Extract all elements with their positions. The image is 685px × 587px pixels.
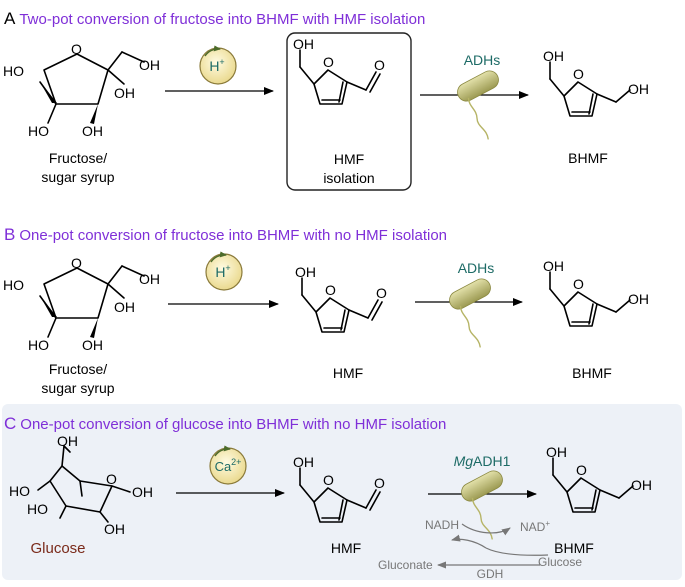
svg-text:OH: OH	[293, 454, 314, 470]
svg-text:O: O	[576, 462, 587, 478]
glucose-oxidation-arc	[485, 547, 549, 556]
svg-text:O: O	[573, 66, 584, 82]
svg-text:HO: HO	[9, 483, 30, 499]
hmf-structure-b: OH O O	[295, 264, 387, 333]
intermediate-label-a-2: isolation	[323, 170, 374, 186]
svg-text:O: O	[374, 57, 385, 73]
svg-text:O: O	[325, 282, 336, 298]
hmf-structure-a: OH O O	[293, 36, 385, 105]
svg-text:OH: OH	[295, 264, 316, 280]
svg-text:OH: OH	[139, 57, 160, 73]
svg-text:O: O	[376, 285, 387, 301]
product-label-b: BHMF	[572, 365, 612, 381]
svg-text:H+: H+	[209, 57, 224, 74]
catalyst-circle-a: H+	[200, 48, 236, 84]
nadh-label: NADH	[425, 518, 459, 532]
svg-text:OH: OH	[628, 81, 649, 97]
fructose-structure-b: HO HO OH OH OH O	[3, 255, 160, 353]
substrate-label-b-1: Fructose/	[49, 361, 107, 377]
svg-text:OH: OH	[543, 48, 564, 64]
svg-text:O: O	[323, 472, 334, 488]
svg-text:HO: HO	[28, 337, 49, 353]
svg-text:OH: OH	[543, 258, 564, 274]
intermediate-label-a-1: HMF	[334, 151, 364, 167]
substrate-label-b-2: sugar syrup	[41, 380, 114, 396]
svg-text:Ca2+: Ca2+	[215, 457, 242, 474]
coproduct-label: Gluconate	[378, 558, 433, 572]
svg-text:O: O	[71, 255, 82, 271]
fructose-structure-a: HO HO OH OH OH O	[3, 41, 160, 139]
svg-text:OH: OH	[132, 484, 153, 500]
panel-c-background	[2, 404, 682, 580]
bhmf-structure-c: OH O OH	[546, 444, 652, 513]
svg-text:OH: OH	[114, 85, 135, 101]
product-label-c: BHMF	[554, 540, 594, 556]
gdh-label: GDH	[477, 567, 504, 581]
svg-text:HO: HO	[27, 501, 48, 517]
hmf-isolation-box	[286, 32, 412, 191]
svg-text:OH: OH	[114, 299, 135, 315]
hmf-structure-c: OH O O	[293, 454, 385, 523]
svg-text:OH: OH	[82, 337, 103, 353]
bacterium-b	[445, 275, 515, 351]
svg-text:O: O	[71, 41, 82, 57]
enzyme-label-b: ADHs	[458, 260, 495, 276]
bacterium-a	[453, 67, 523, 143]
enzyme-label-a: ADHs	[464, 52, 501, 68]
svg-text:O: O	[374, 475, 385, 491]
nadh-oxidation-arrow	[461, 523, 511, 536]
svg-text:OH: OH	[628, 291, 649, 307]
bhmf-structure-b: OH O OH	[543, 258, 649, 327]
svg-text:OH: OH	[57, 433, 78, 449]
svg-text:OH: OH	[546, 444, 567, 460]
catalyst-circle-c: Ca2+	[210, 448, 246, 484]
glucose-structure: OH HO HO OH OH O	[9, 433, 153, 537]
enzyme-label-c: MgADH1	[454, 453, 511, 469]
substrate-label-a-2: sugar syrup	[41, 169, 114, 185]
svg-text:HO: HO	[28, 123, 49, 139]
svg-text:H+: H+	[215, 263, 230, 280]
svg-text:OH: OH	[104, 521, 125, 537]
svg-text:OH: OH	[139, 271, 160, 287]
svg-text:O: O	[323, 54, 334, 70]
svg-text:O: O	[573, 276, 584, 292]
svg-text:OH: OH	[82, 123, 103, 139]
bhmf-structure-a: OH O OH	[543, 48, 649, 117]
cosubstrate-label: Glucose	[538, 555, 582, 569]
svg-text:OH: OH	[631, 477, 652, 493]
svg-text:O: O	[106, 471, 117, 487]
intermediate-label-c: HMF	[331, 540, 361, 556]
catalyst-circle-b: H+	[206, 254, 242, 290]
substrate-label-a-1: Fructose/	[49, 150, 107, 166]
product-label-a: BHMF	[568, 150, 608, 166]
substrate-label-c: Glucose	[30, 540, 85, 557]
intermediate-label-b: HMF	[333, 365, 363, 381]
svg-text:HO: HO	[3, 63, 24, 79]
svg-text:OH: OH	[293, 36, 314, 52]
nad-reduction-arrow	[451, 534, 487, 549]
nad-label: NAD+	[520, 519, 550, 534]
svg-text:HO: HO	[3, 277, 24, 293]
